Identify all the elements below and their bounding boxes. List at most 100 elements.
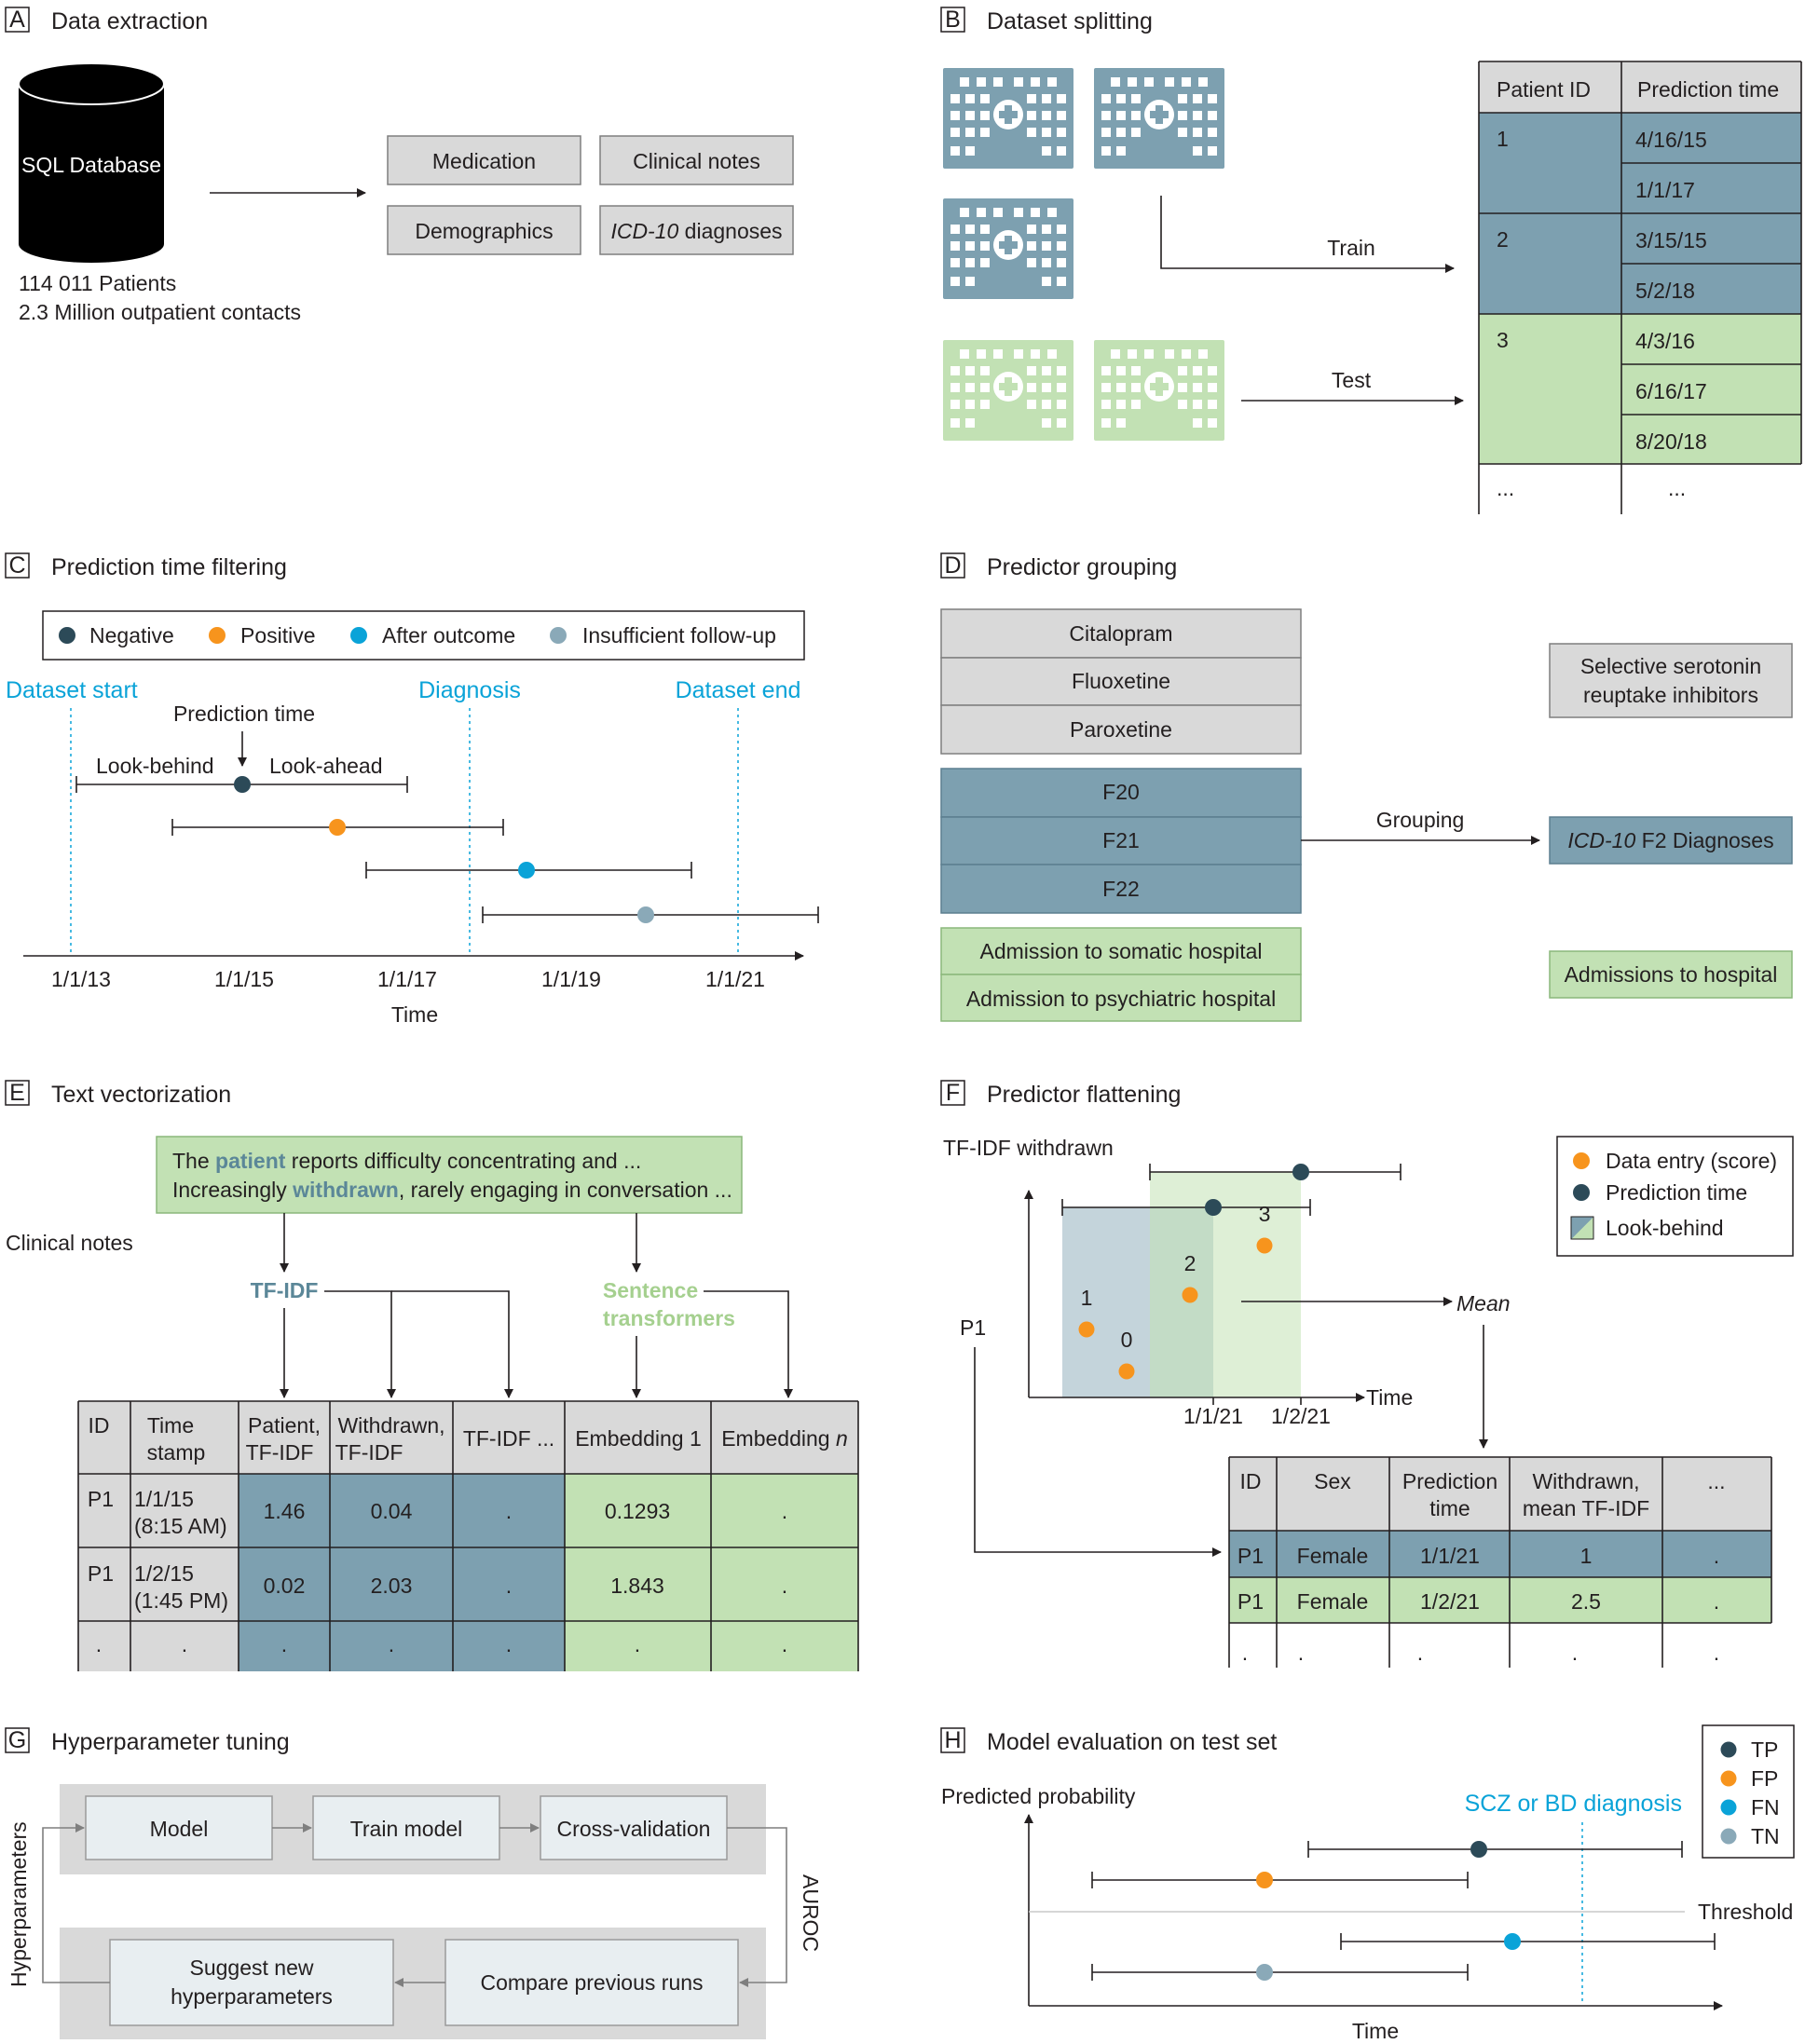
legend-after-outcome: After outcome [382,623,515,647]
vector-table-header [78,1401,858,1474]
citalopram-label: Citalopram [1069,621,1172,646]
train-label: Train [1327,236,1375,260]
vector-tfidf-cells [239,1474,565,1671]
legend-fp: FP [1751,1766,1778,1791]
time-tick-label: 1/1/17 [377,967,437,991]
diagnosis-box [940,768,1302,818]
panel-g-letter: G [8,1727,26,1753]
hyperparameters-arrow [42,1823,110,1983]
flat-table-row-2 [1229,1577,1771,1623]
fp-point [1256,1872,1273,1888]
train-arrow [1160,196,1455,273]
note-line-1: The patient reports difficulty concentra… [172,1149,641,1173]
ellipsis-cell: . [1242,1641,1248,1665]
hospital-icon [1094,68,1224,169]
icd-group-label: ICD-10 F2 Diagnoses [1567,828,1773,852]
hospital-icon [943,340,1073,441]
panel-f-title: Predictor flattening [987,1082,1181,1108]
panel-h: H Model evaluation on test set TPFPFNTN … [940,1724,1795,2043]
legend-insufficient: Insufficient follow-up [582,623,776,647]
h-id: ID [89,1413,110,1438]
time-tick-label: 1/1/19 [541,967,601,991]
legend-data-entry: Data entry (score) [1606,1149,1777,1173]
icd-diagnoses-box [599,205,794,255]
grouping-label: Grouping [1376,808,1465,832]
panel-f-letter-box [940,1080,965,1106]
panel-d-letter: D [944,552,961,579]
vector-table: ID Time stamp Patient, TF-IDF Withdrawn,… [77,1400,859,1671]
fn-point [1504,1933,1521,1950]
admission-somatic-label: Admission to somatic hospital [980,939,1263,963]
f20-label: F20 [1102,780,1140,804]
prediction-time-cell: 4/3/16 [1635,329,1695,353]
model-label: Model [150,1817,209,1841]
legend-tp: TP [1751,1737,1778,1762]
tp-point [1470,1841,1487,1858]
diagnosis-box [940,864,1302,914]
prediction-time-point [1292,1164,1309,1180]
h-embedding-n: Embedding n [721,1426,848,1451]
patient-id-cell: 3 [1497,328,1509,352]
ellipsis-cell: . [782,1632,787,1656]
demographics-label: Demographics [415,219,553,243]
f-tick-label: 1/1/21 [1183,1404,1243,1428]
note-keyword: patient [215,1149,286,1173]
legend-negative: Negative [89,623,174,647]
positive-marker [209,627,226,644]
cell-value: 2.03 [371,1574,413,1598]
admissions-group-label: Admissions to hospital [1565,962,1778,987]
icd-italic: ICD-10 [1567,828,1635,852]
panel-a-letter: A [9,7,25,33]
database-icon: SQL Database [18,62,165,263]
hospital-icon [943,68,1073,169]
h-embedding-1: Embedding 1 [575,1426,702,1451]
h-y-label: Predicted probability [941,1784,1136,1808]
icd-italic: ICD-10 [610,219,678,243]
time-tick-label: 1/1/13 [51,967,111,991]
contact-count: 2.3 Million outpatient contacts [19,300,301,324]
insufficient-follow-up-point [637,906,654,923]
cross-validation-label: Cross-validation [557,1817,711,1841]
compare-box [444,1939,739,2026]
tp-marker [1720,1741,1737,1758]
f-tick-label: 1/2/21 [1271,1404,1331,1428]
icd-group-box [1549,816,1793,865]
hospital-icon [943,198,1073,299]
compare-label: Compare previous runs [480,1970,703,1995]
h-legend [1702,1724,1795,1859]
flattened-table: ID Sex Prediction time Withdrawn, mean T… [1228,1456,1772,1668]
cross-validation-box [540,1795,728,1860]
hyperparameters-label: Hyperparameters [7,1821,31,1987]
diagnosis-label: Diagnosis [418,677,521,703]
dataset-start-label: Dataset start [6,677,138,703]
drug-box [940,657,1302,706]
ellipsis-cell: . [1298,1641,1304,1665]
panel-g: G Hyperparameter tuning Model Train mode… [5,1727,823,2039]
h-time-2: stamp [147,1440,206,1465]
h-diagnosis-label: SCZ or BD diagnosis [1465,1791,1682,1817]
data-entry-score: 3 [1259,1202,1271,1226]
vector-id-cells [78,1474,239,1671]
ellipsis-cell: . [635,1632,640,1656]
f22-label: F22 [1102,877,1140,901]
f-legend [1556,1136,1794,1257]
look-ahead-label: Look-ahead [269,754,383,778]
prediction-time-point [1205,1199,1222,1216]
admission-psych-label: Admission to psychiatric hospital [966,987,1276,1011]
flat-table-header [1229,1457,1771,1531]
auroc-arrow [727,1827,787,1987]
prediction-time-marker [1573,1184,1590,1201]
look-behind-swatch [1570,1216,1594,1240]
fh-more: ... [1707,1469,1725,1493]
h-tfidf-more: TF-IDF ... [463,1426,554,1451]
sentence-label-line2: transformers [603,1306,735,1330]
f-time-label: Time [1366,1385,1413,1410]
after-outcome-marker [350,627,367,644]
fh-prediction-2: time [1429,1496,1470,1520]
h-withdrawn-2: TF-IDF [335,1440,403,1465]
data-entry-score: 2 [1184,1251,1196,1275]
note-text: reports difficulty concentrating and ... [285,1149,641,1173]
